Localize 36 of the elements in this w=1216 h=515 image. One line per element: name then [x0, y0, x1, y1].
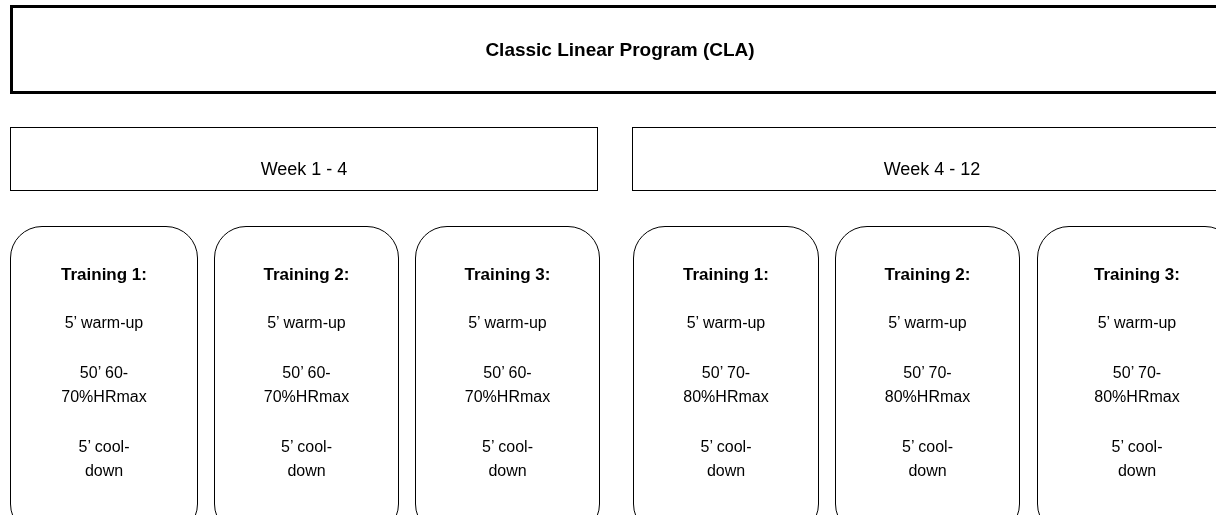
session-step: 5’ cool-down	[262, 435, 351, 483]
title-box	[10, 5, 1216, 94]
session-card	[633, 226, 819, 515]
session-step: 50’ 60-70%HRmax	[262, 361, 351, 409]
session-heading: Training 2:	[884, 264, 971, 286]
session-card	[1037, 226, 1216, 515]
title-text: Classic Linear Program (CLA)	[485, 38, 755, 61]
session-heading: Training 1:	[61, 264, 147, 286]
session-heading: Training 3:	[1094, 264, 1180, 286]
session-step: 5’ warm-up	[883, 311, 972, 335]
session-heading: Training 2:	[263, 264, 350, 286]
session-card	[415, 226, 600, 515]
session-step: 50’ 60-70%HRmax	[59, 361, 149, 409]
session-step: 5’ warm-up	[681, 311, 771, 335]
session-step: 5’ cool-down	[883, 435, 972, 483]
phase-box	[632, 127, 1216, 191]
session-step: 5’ warm-up	[262, 311, 351, 335]
session-step: 5’ cool-down	[681, 435, 771, 483]
session-step: 5’ warm-up	[1092, 311, 1182, 335]
phase-label: Week 1 - 4	[260, 159, 348, 180]
phase-label: Week 4 - 12	[883, 159, 981, 180]
phase-box	[10, 127, 598, 191]
session-heading: Training 3:	[464, 264, 551, 286]
session-step: 50’ 60-70%HRmax	[463, 361, 552, 409]
session-step: 5’ cool-down	[59, 435, 149, 483]
session-step: 5’ warm-up	[463, 311, 552, 335]
session-step: 5’ cool-down	[1092, 435, 1182, 483]
session-step: 5’ cool-down	[463, 435, 552, 483]
session-heading: Training 1:	[683, 264, 769, 286]
session-card	[835, 226, 1020, 515]
session-card	[10, 226, 198, 515]
session-step: 5’ warm-up	[59, 311, 149, 335]
session-step: 50’ 70-80%HRmax	[681, 361, 771, 409]
session-card	[214, 226, 399, 515]
session-step: 50’ 70-80%HRmax	[1092, 361, 1182, 409]
session-step: 50’ 70-80%HRmax	[883, 361, 972, 409]
